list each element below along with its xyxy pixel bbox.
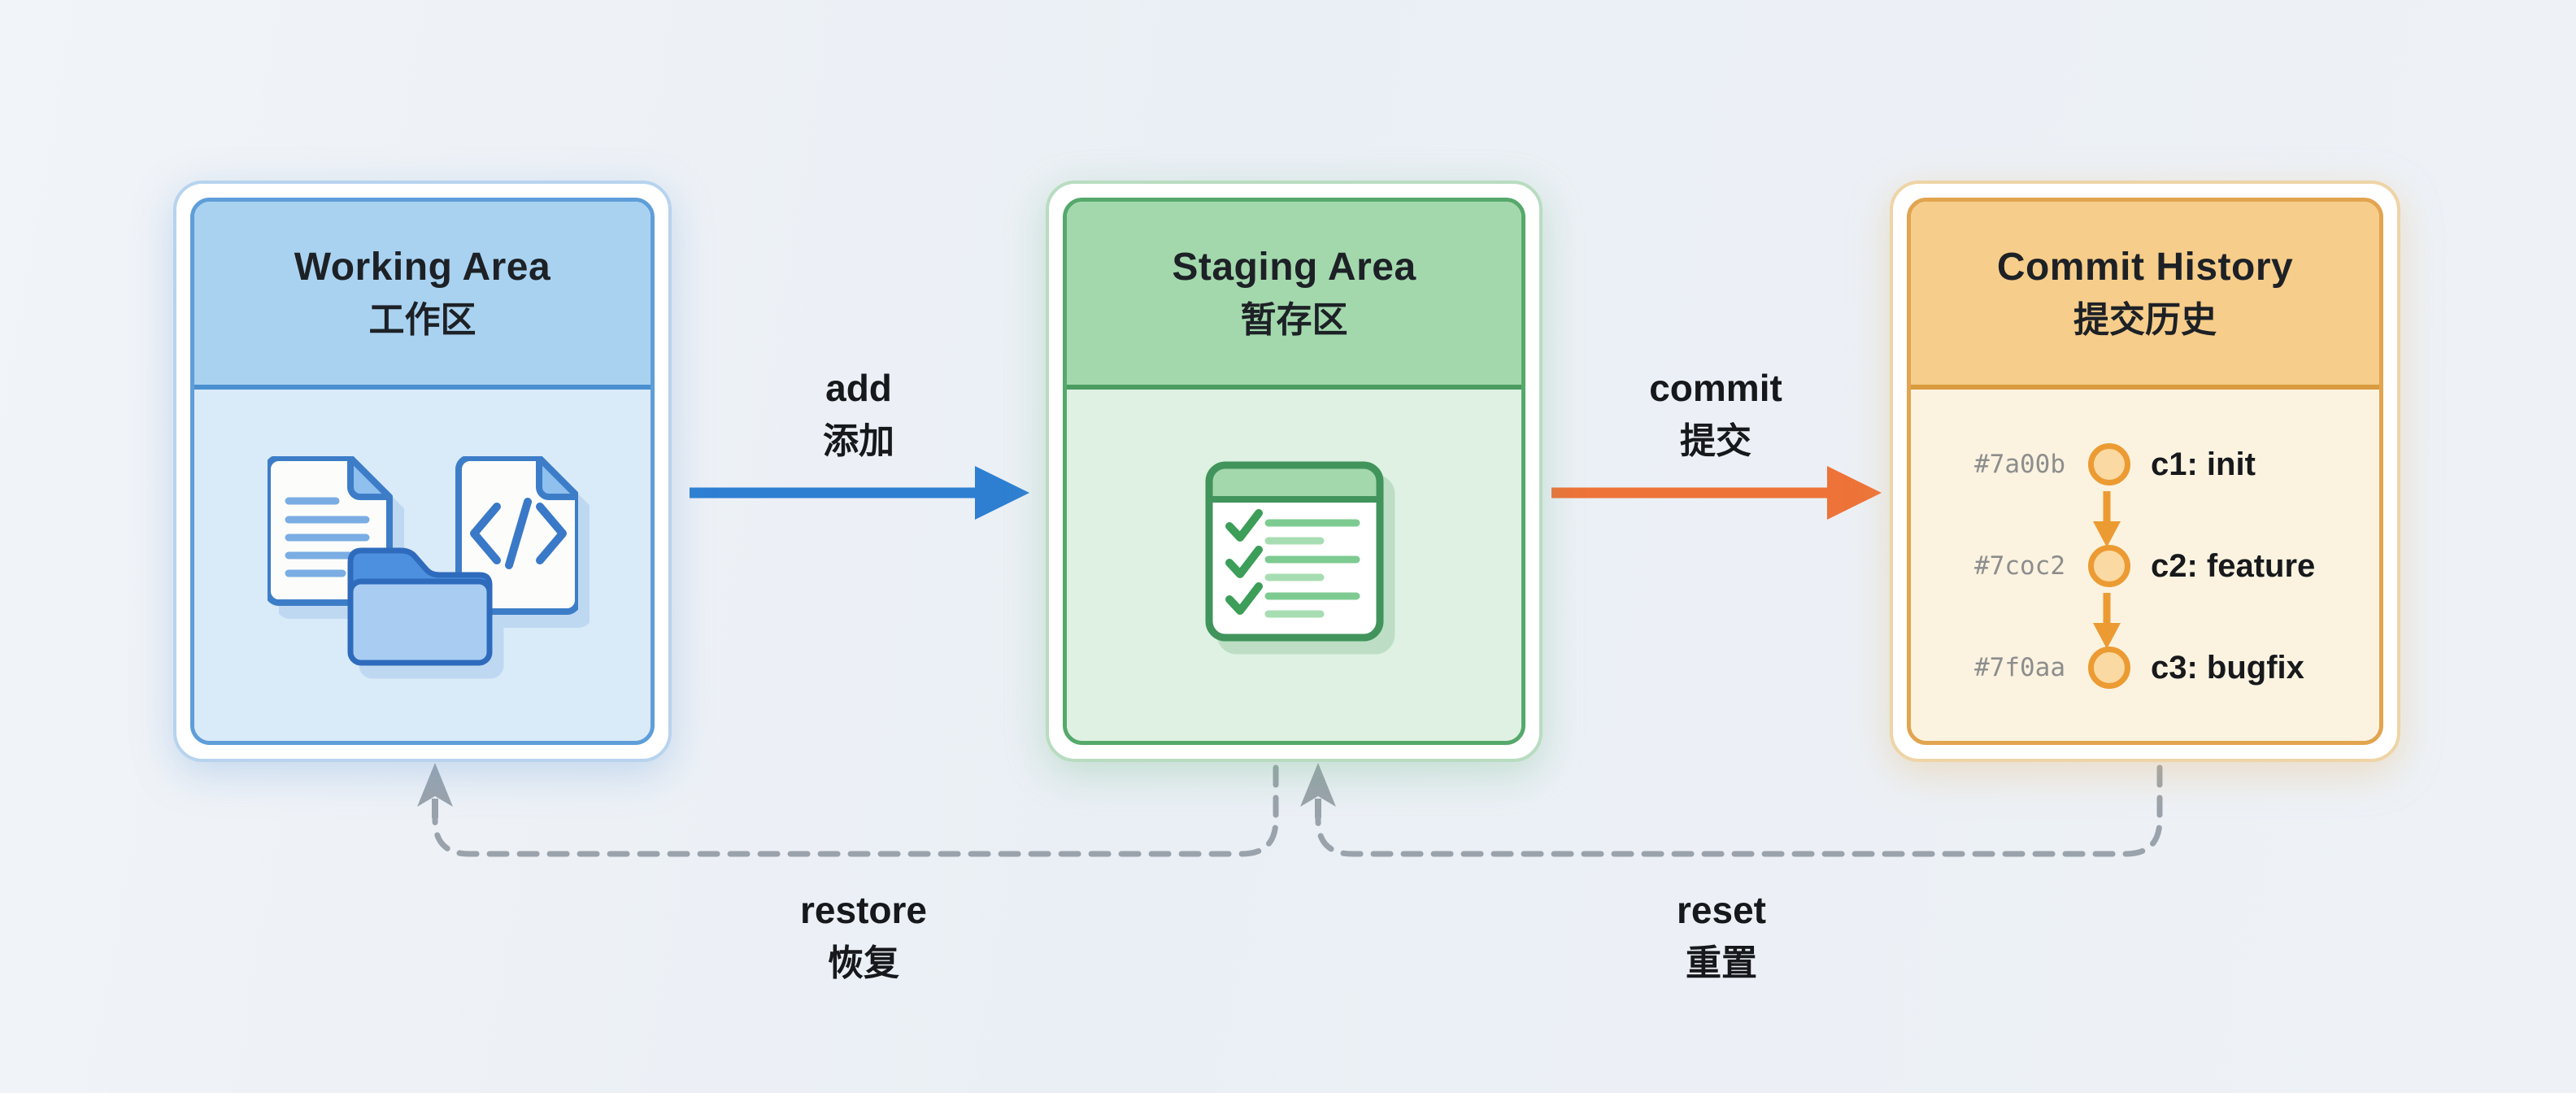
commit-history-panel: Commit History 提交历史 #7a00b c1: init #7co… [1907,198,2383,745]
commit-row: #7a00b c1: init [1911,443,2379,486]
restore-arrowhead-icon [417,763,453,807]
staging-area-title: Staging Area [1172,245,1416,289]
commit-history-body: #7a00b c1: init #7coc2 c2: feature #7f0a… [1911,390,2379,741]
commit-message: c1: init [2151,446,2256,482]
reset-label-zh: 重置 [1686,943,1757,983]
commit-history-header: Commit History 提交历史 [1911,202,2379,390]
staging-area-subtitle: 暂存区 [1240,299,1348,340]
add-label-en: add [825,367,892,409]
restore-label-en: restore [800,889,927,931]
commit-graph-edges [2093,491,2121,649]
commit-label: commit 提交 [1553,363,1878,470]
working-area-box: Working Area 工作区 [173,181,672,762]
add-label-zh: 添加 [823,421,894,461]
working-area-header: Working Area 工作区 [194,202,651,390]
working-area-title: Working Area [294,245,551,289]
reset-dashed-path [1315,764,2163,857]
down-arrowhead-icon [2093,623,2121,649]
commit-message: c3: bugfix [2151,650,2304,686]
code-file-icon [455,456,578,615]
commit-history-box: Commit History 提交历史 #7a00b c1: init #7co… [1890,181,2400,762]
checklist-row [1225,582,1360,618]
files-illustration [268,456,578,666]
commit-label-en: commit [1649,367,1782,409]
commit-hash: #7f0aa [1974,653,2065,682]
commit-hash: #7a00b [1974,450,2065,479]
staging-area-panel: Staging Area 暂存区 [1063,198,1525,745]
commit-arrowhead-icon [1827,466,1882,520]
commit-row: #7f0aa c3: bugfix [1911,647,2379,689]
commit-node-icon [2088,647,2130,689]
commit-hash: #7coc2 [1974,551,2065,581]
reset-label-en: reset [1677,889,1766,931]
staging-area-header: Staging Area 暂存区 [1067,202,1521,390]
staging-area-body [1067,390,1521,741]
add-label: add 添加 [696,363,1021,470]
restore-label: restore 恢复 [701,885,1026,992]
commit-label-zh: 提交 [1680,421,1751,461]
commit-message: c2: feature [2151,548,2316,584]
checklist-row [1225,509,1360,545]
staging-area-box: Staging Area 暂存区 [1046,181,1543,762]
folder-icon [347,547,493,666]
checklist-row [1225,546,1360,581]
working-area-panel: Working Area 工作区 [190,198,655,745]
checklist-icon [1205,461,1384,642]
working-area-subtitle: 工作区 [368,299,476,340]
reset-label: reset 重置 [1559,885,1884,992]
commit-row: #7coc2 c2: feature [1911,545,2379,587]
restore-dashed-path [432,764,1279,857]
restore-label-zh: 恢复 [828,943,899,983]
working-area-body [194,390,651,741]
commit-history-title: Commit History [1996,245,2294,289]
commit-history-subtitle: 提交历史 [2073,299,2217,340]
down-arrowhead-icon [2093,521,2121,547]
reset-arrowhead-icon [1300,763,1336,807]
commit-node-icon [2088,443,2130,486]
commit-node-icon [2088,545,2130,587]
add-arrowhead-icon [975,466,1029,520]
